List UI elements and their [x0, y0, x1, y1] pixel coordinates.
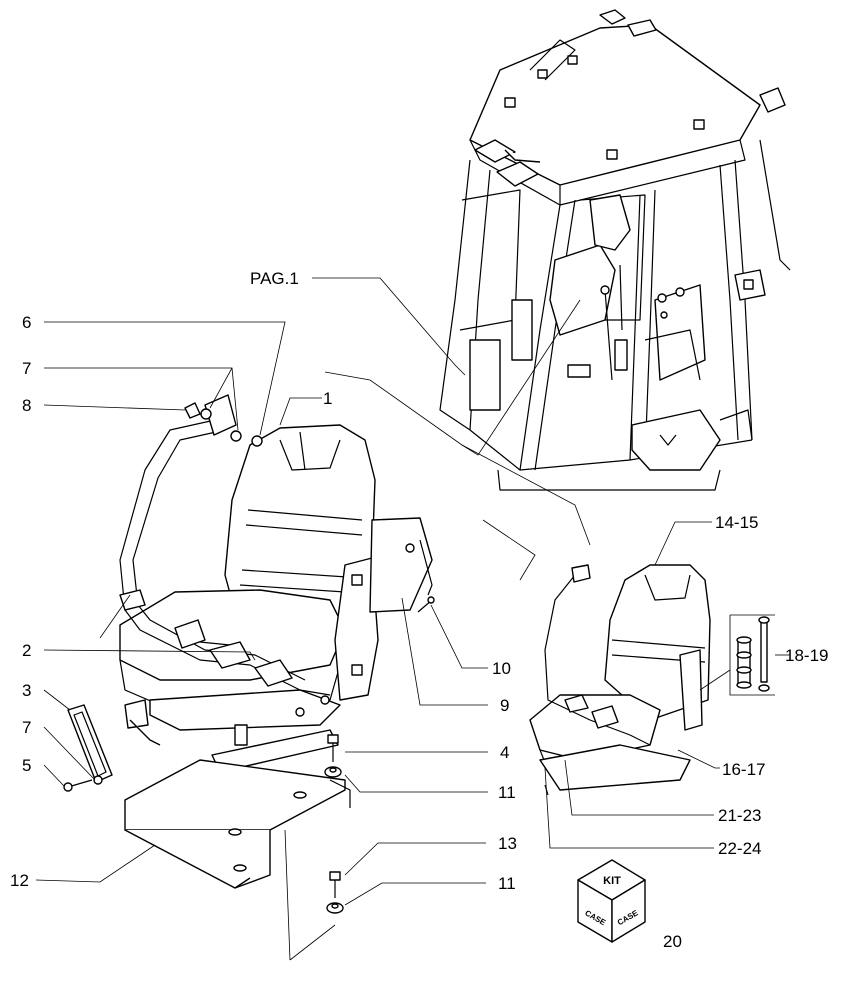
callout-14-15: 14-15 — [715, 513, 758, 532]
callout-18-19: 18-19 — [785, 646, 828, 665]
kit-label: KIT — [603, 875, 621, 887]
main-seat-illustration — [119, 394, 435, 773]
bumper-parts — [736, 616, 770, 692]
callout-21-23: 21-23 — [718, 806, 761, 825]
callout-10: 10 — [492, 659, 511, 678]
callout-7-upper: 7 — [22, 359, 31, 378]
callout-11-upper: 11 — [498, 783, 516, 802]
leader-lines — [35, 277, 790, 961]
plate-and-bolt — [63, 704, 113, 792]
callout-1: 1 — [323, 389, 332, 408]
callout-5: 5 — [22, 756, 31, 775]
callout-9: 9 — [500, 696, 509, 715]
anchor-hardware — [184, 402, 263, 447]
callout-6: 6 — [22, 313, 31, 332]
callout-16-17: 16-17 — [722, 760, 765, 779]
kit-box-icon: KIT CASE CASE — [577, 859, 646, 943]
callout-pag1: PAG.1 — [250, 269, 299, 288]
callout-11-lower: 11 — [498, 874, 516, 893]
callout-12: 12 — [10, 871, 29, 890]
callout-20: 20 — [663, 932, 682, 951]
callout-7-lower: 7 — [22, 718, 31, 737]
callout-3: 3 — [22, 681, 31, 700]
alternate-seat-illustration — [529, 564, 711, 796]
mounting-bracket — [124, 759, 351, 889]
callout-4: 4 — [500, 743, 509, 762]
fasteners — [324, 734, 344, 914]
callout-22-24: 22-24 — [718, 839, 761, 858]
callout-labels: PAG.1 1 2 3 4 5 6 7 7 8 9 10 11 11 12 13… — [10, 269, 828, 951]
callout-8: 8 — [22, 396, 31, 415]
cab-illustration — [439, 9, 791, 491]
callout-13: 13 — [498, 834, 517, 853]
callout-2: 2 — [22, 641, 31, 660]
